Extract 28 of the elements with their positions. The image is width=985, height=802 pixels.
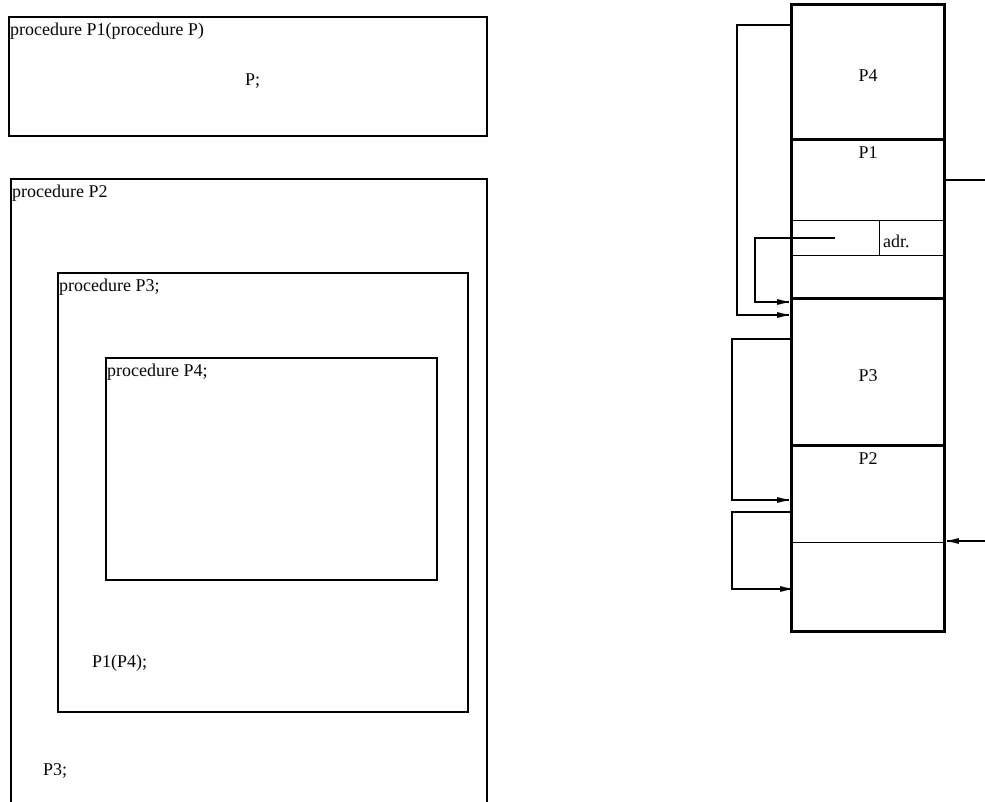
empty-cell: [793, 220, 880, 256]
procedure-heading: procedure P3;: [59, 276, 160, 294]
stack-frame: [790, 444, 946, 633]
link-arrow: [731, 338, 790, 503]
code-line: P1(P4);: [92, 652, 148, 670]
code-line: P;: [245, 70, 260, 88]
procedure-heading: procedure P4;: [107, 361, 208, 379]
link-line: [946, 179, 985, 181]
link-arrow: [947, 538, 985, 544]
link-arrow: [754, 237, 835, 305]
frame-label: P3: [858, 366, 878, 384]
code-line: P3;: [43, 760, 68, 778]
procedure-heading: procedure P2: [12, 182, 108, 200]
link-arrow: [736, 24, 790, 318]
stack-frame: [790, 3, 946, 141]
frame-label: P4: [858, 66, 878, 84]
procedure-box: [10, 178, 488, 802]
frame-label: P2: [858, 449, 878, 467]
procedure-box: [105, 357, 438, 581]
cell-label: adr.: [883, 232, 910, 250]
procedure-box: [8, 16, 488, 137]
frame-label: P1: [858, 143, 878, 161]
procedure-heading: procedure P1(procedure P): [10, 20, 204, 38]
stack-frame: [790, 138, 946, 300]
link-arrow: [731, 511, 792, 592]
procedure-box: [57, 272, 469, 713]
stack-frame: [790, 297, 946, 447]
address-cell: [879, 220, 946, 256]
